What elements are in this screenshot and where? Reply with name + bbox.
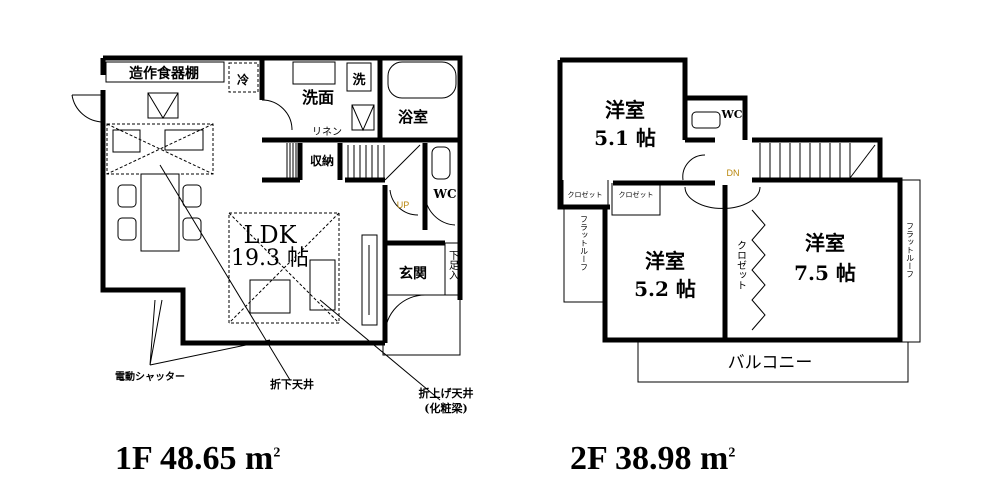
ceiling-area xyxy=(228,212,340,324)
toilet-icon xyxy=(431,146,451,180)
floor2-stairs xyxy=(759,143,876,179)
closet-doors xyxy=(751,209,766,331)
floor1-area-value: 1F 48.65 m xyxy=(115,440,274,477)
label-fridge: 冷 xyxy=(237,72,249,87)
label-up: UP xyxy=(397,200,410,210)
cabinet xyxy=(105,61,225,83)
floor2-area-value: 2F 38.98 m xyxy=(570,440,729,477)
fridge-box xyxy=(228,62,259,93)
label-wc: WC xyxy=(432,187,456,201)
chair xyxy=(117,217,137,241)
sofa xyxy=(309,259,336,311)
label-balcony: バルコニー xyxy=(728,353,813,373)
washer-box xyxy=(346,62,372,92)
label-washroom: 洗面 xyxy=(302,88,334,107)
shoe-cabinet xyxy=(444,242,460,296)
callout-shutter: 電動シャッター xyxy=(115,370,185,383)
door-swing xyxy=(71,94,104,123)
label-room-c: 洋室 xyxy=(805,231,845,255)
label-room-a: 洋室 xyxy=(605,98,645,122)
label-room-a-size: 5.1 帖 xyxy=(594,126,656,150)
label-ldk-size: 19.3 帖 xyxy=(231,246,309,271)
flat-roof-right xyxy=(899,179,921,343)
floor2-plan: 洋室 5.1 帖 WC DN クロゼット クロゼット フラットルーフ 洋室 5.… xyxy=(557,57,921,383)
floor1-stairs xyxy=(286,143,421,181)
label-flat-roof-right: フラットルーフ xyxy=(906,222,915,278)
label-closet-a: クロゼット xyxy=(568,190,603,199)
label-room-b-size: 5.2 帖 xyxy=(634,277,696,301)
label-storage: 収納 xyxy=(310,153,334,168)
label-wc: WC xyxy=(720,108,742,121)
kitchen-counter xyxy=(106,123,214,175)
sink-icon xyxy=(164,129,204,151)
label-room-c-size: 7.5 帖 xyxy=(794,261,856,285)
door-swing xyxy=(682,154,761,209)
flat-roof-left xyxy=(563,206,605,303)
toilet-icon xyxy=(691,111,721,129)
label-ldk: LDK xyxy=(243,221,297,249)
label-dn: DN xyxy=(727,168,740,178)
floor1-walls xyxy=(100,55,463,346)
tv-board xyxy=(361,234,378,326)
balcony xyxy=(637,341,909,383)
closet-box xyxy=(611,183,661,216)
label-flat-roof-left: フラットルーフ xyxy=(580,215,589,271)
label-bath: 浴室 xyxy=(398,108,428,126)
door-swing xyxy=(261,99,293,131)
sofa xyxy=(249,279,291,314)
chair xyxy=(182,184,202,208)
callout-lowered-ceiling: 折下天井 xyxy=(270,377,314,391)
floor1-interior-walls xyxy=(259,58,460,343)
callout-lines xyxy=(149,164,441,401)
area-unit-superscript: 2 xyxy=(273,445,281,461)
label-shoe: 下足入 xyxy=(447,250,459,280)
bathtub xyxy=(387,61,457,99)
area-unit-superscript: 2 xyxy=(728,445,736,461)
label-closet-c: クロゼット xyxy=(735,240,747,290)
label-cabinet: 造作食器棚 xyxy=(129,65,199,82)
chair xyxy=(117,184,137,208)
vanity xyxy=(292,61,336,85)
label-closet-b: クロゼット xyxy=(619,190,654,199)
label-entrance: 玄関 xyxy=(399,265,427,282)
label-room-b: 洋室 xyxy=(645,249,685,273)
dining-table xyxy=(140,173,180,252)
porch xyxy=(382,294,461,356)
range-hood xyxy=(147,92,179,119)
stove-icon xyxy=(112,129,141,153)
washroom-vent xyxy=(351,104,375,131)
callout-raised-ceiling: 折上げ天井 xyxy=(419,386,474,400)
label-washer: 洗 xyxy=(352,72,365,88)
floor1-plan: 造作食器棚 冷 洗面 洗 浴室 リネン 収納 WC UP LDK 19.3 帖 … xyxy=(71,55,474,415)
floor2-area: 2F 38.98 m2 xyxy=(570,440,735,478)
callout-raised-ceiling-note: (化粧梁) xyxy=(424,401,467,415)
floor1-area: 1F 48.65 m2 xyxy=(115,440,280,478)
label-linen: リネン xyxy=(312,126,342,138)
